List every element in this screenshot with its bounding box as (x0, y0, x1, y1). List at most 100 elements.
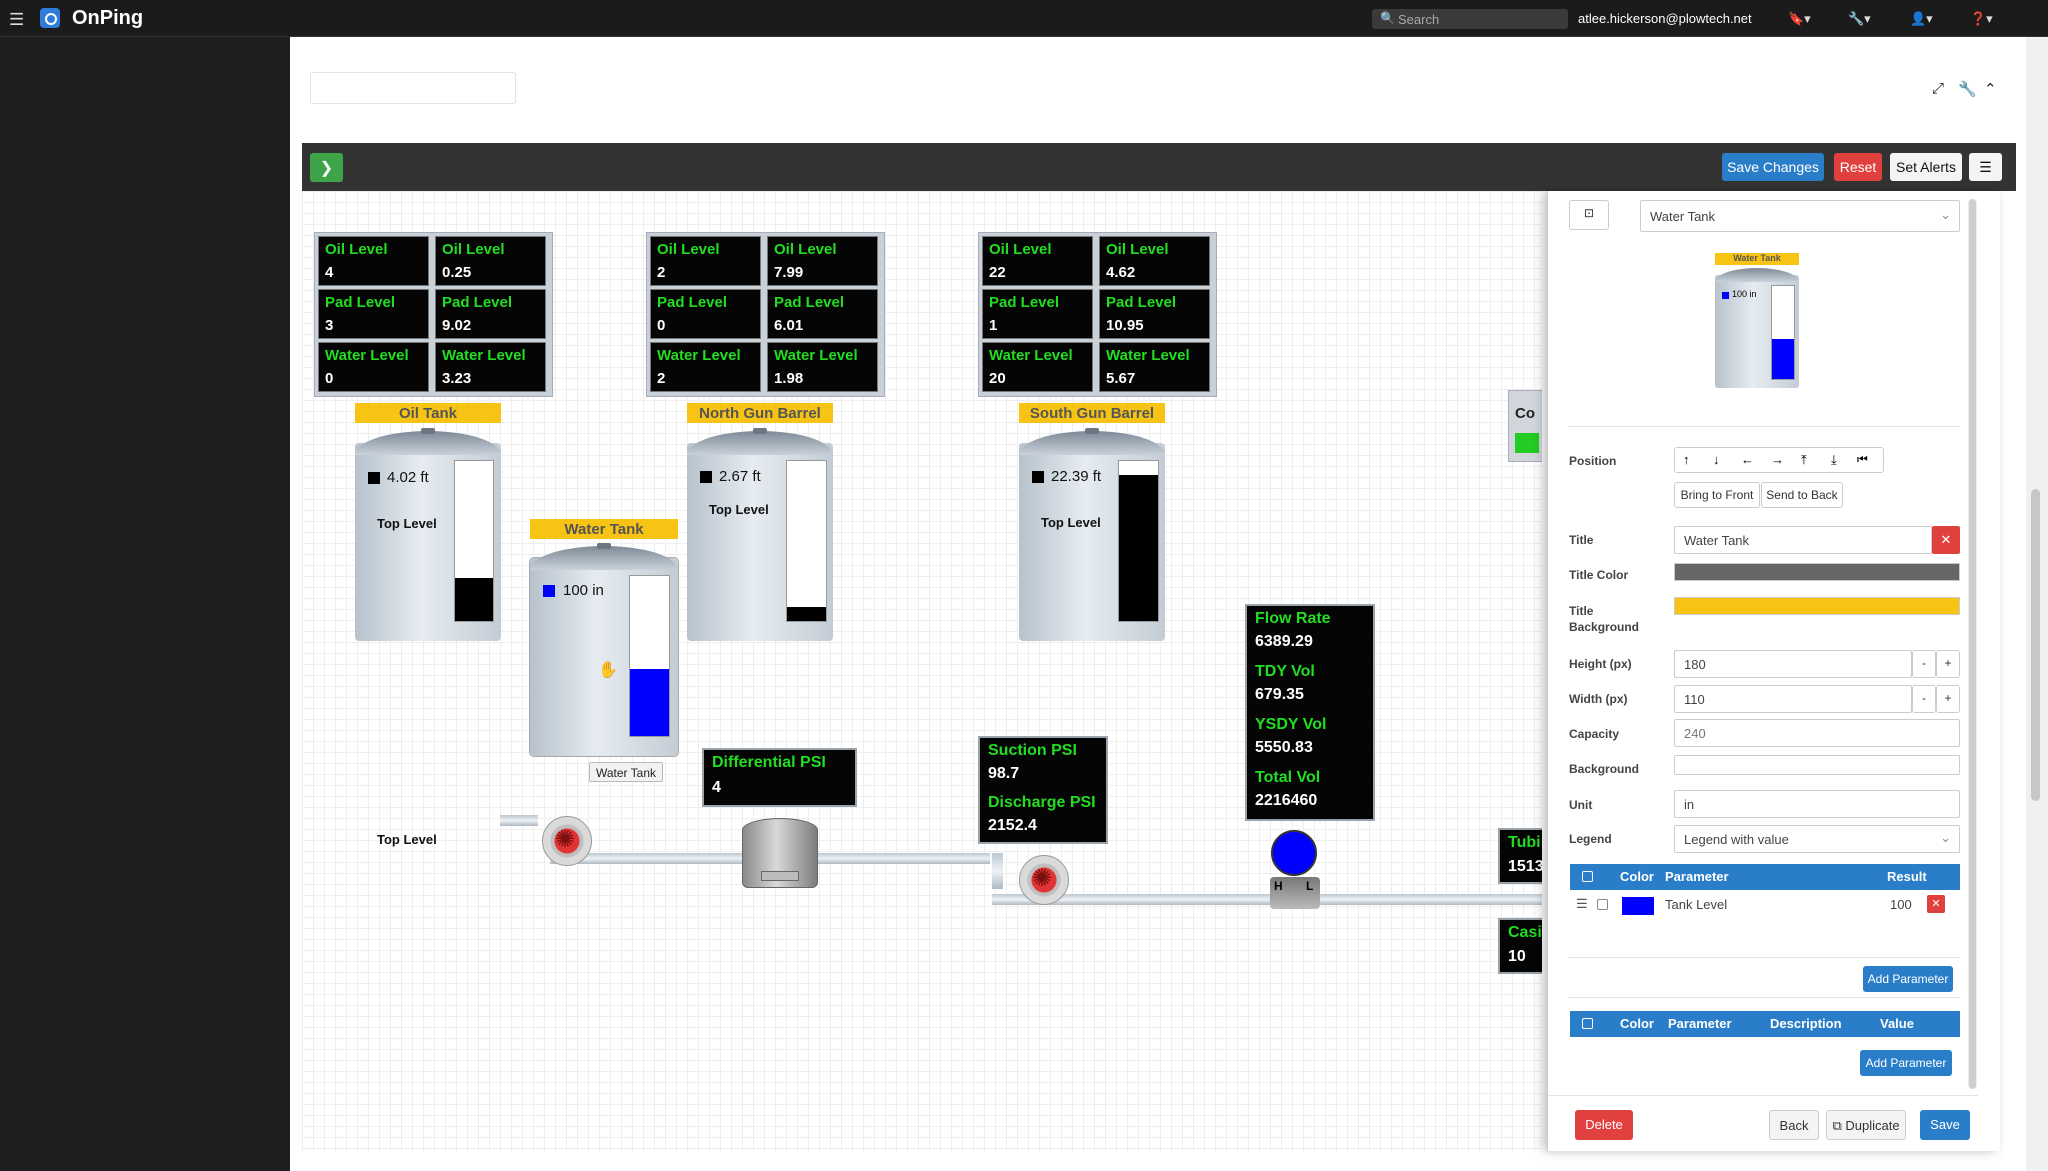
legend-swatch (1032, 471, 1044, 483)
help-icon[interactable]: ❓▾ (1970, 11, 1993, 26)
user-icon[interactable]: 👤▾ (1910, 11, 1933, 26)
save-changes-button[interactable]: Save Changes (1722, 153, 1824, 181)
tank-value: 100 in (563, 582, 604, 599)
height-decrement-button[interactable]: - (1912, 650, 1936, 678)
width-increment-button[interactable]: + (1936, 685, 1960, 713)
arrow-down-icon[interactable]: ↓ (1713, 452, 1720, 467)
arrow-first-icon[interactable]: ⏮ (1857, 452, 1868, 466)
bookmark-icon[interactable]: 🔖▾ (1788, 11, 1811, 26)
differential-psi-readout[interactable]: Differential PSI 4 (702, 748, 857, 807)
tubing-readout[interactable]: Tubi 1513 (1498, 828, 1542, 884)
element-select[interactable]: Water Tank ⌄ (1640, 200, 1960, 232)
title-color-swatch[interactable] (1674, 563, 1960, 581)
title-input[interactable]: Water Tank (1674, 526, 1932, 554)
settings-sliders-button[interactable]: ☰ (1969, 153, 2002, 181)
panel-scrollbar[interactable] (1968, 199, 1977, 1089)
send-to-back-button[interactable]: Send to Back (1761, 482, 1843, 508)
partial-readout[interactable]: Co (1508, 390, 1542, 462)
brand-name[interactable]: OnPing (72, 7, 144, 29)
separator-vessel-icon[interactable] (742, 818, 818, 888)
tank-fill (630, 668, 669, 736)
flow-readout-group[interactable]: Flow Rate 6389.29 TDY Vol 679.35 YSDY Vo… (1245, 604, 1375, 821)
unit-input[interactable]: in (1674, 790, 1960, 818)
arrow-up-icon[interactable]: ↑ (1683, 452, 1690, 467)
onping-logo-icon[interactable] (40, 8, 60, 28)
hand-cursor-icon: ✋ (598, 662, 618, 679)
tank-value: 22.39 ft (1051, 468, 1102, 485)
clear-title-button[interactable]: ✕ (1932, 526, 1960, 554)
set-alerts-button[interactable]: Set Alerts (1890, 153, 1962, 181)
duplicate-button[interactable]: ⧉ Duplicate (1826, 1110, 1906, 1140)
page-scrollbar-thumb[interactable] (2031, 489, 2040, 801)
parameter-color-swatch[interactable] (1622, 897, 1654, 915)
user-email[interactable]: atlee.hickerson@plowtech.net (1578, 11, 1752, 26)
row-checkbox[interactable] (1597, 899, 1608, 910)
reset-button[interactable]: Reset (1834, 153, 1882, 181)
detach-button[interactable]: ⊡ (1569, 200, 1609, 230)
north-gun-barrel-tank[interactable]: 2.67 ft Top Level (687, 428, 833, 641)
collapse-icon[interactable]: ⌃ (1984, 81, 1997, 98)
arrow-right-icon[interactable]: → (1771, 452, 1784, 467)
pump-2-icon[interactable] (1019, 855, 1069, 905)
title-background-swatch[interactable] (1674, 597, 1960, 615)
tank-roof (1019, 428, 1165, 455)
name-input[interactable] (310, 72, 516, 104)
pressure-readout-group[interactable]: Suction PSI 98.7 Discharge PSI 2152.4 (978, 736, 1108, 844)
casing-readout[interactable]: Casi 10 (1498, 918, 1542, 974)
search-box[interactable]: 🔍 Search (1372, 9, 1568, 29)
tank-fill (1119, 475, 1158, 621)
parameter-name: Tank Level (1665, 897, 1728, 912)
bring-to-front-button[interactable]: Bring to Front (1674, 482, 1760, 508)
drag-handle-icon[interactable]: ☰ (1576, 896, 1588, 911)
position-label: Position (1569, 454, 1617, 468)
remove-parameter-button[interactable]: ✕ (1927, 895, 1945, 913)
pipe-segment (992, 894, 1542, 905)
play-button[interactable]: ❯ (310, 153, 343, 182)
select-all-checkbox[interactable] (1582, 871, 1593, 882)
arrow-left-icon[interactable]: ← (1741, 452, 1754, 467)
top-navbar: ☰ OnPing 🔍 Search atlee.hickerson@plowte… (0, 0, 2048, 37)
oil-tank[interactable]: 4.02 ft Top Level (355, 428, 501, 641)
wrench-icon[interactable]: 🔧▾ (1848, 11, 1871, 26)
pump-1-icon[interactable] (542, 816, 592, 866)
hamburger-menu-icon[interactable]: ☰ (9, 10, 25, 29)
edit-wrench-icon[interactable]: 🔧 (1958, 81, 1977, 98)
close-icon: ✕ (1940, 532, 1952, 547)
add-parameter-button-2[interactable]: Add Parameter (1860, 1050, 1952, 1076)
panel-scrollbar-thumb[interactable] (1969, 199, 1976, 1089)
legend-label: Legend (1569, 832, 1612, 846)
tank-preview: Water Tank 100 in (1715, 253, 1799, 390)
arrow-bottom-icon[interactable]: ⤓ (1831, 452, 1837, 467)
height-input[interactable]: 180 (1674, 650, 1912, 678)
back-button[interactable]: Back (1769, 1110, 1819, 1140)
add-parameter-button[interactable]: Add Parameter (1863, 966, 1953, 992)
height-increment-button[interactable]: + (1936, 650, 1960, 678)
background-color-swatch[interactable] (1674, 755, 1960, 775)
page-scrollbar[interactable] (2026, 37, 2048, 1171)
position-arrows: ↑ ↓ ← → ⤒ ⤓ ⏮ (1674, 447, 1884, 473)
legend-select[interactable]: Legend with value ⌄ (1674, 825, 1960, 853)
preview-value: 100 in (1732, 289, 1757, 299)
flow-meter-icon[interactable] (1271, 830, 1317, 876)
width-decrement-button[interactable]: - (1912, 685, 1936, 713)
water-tank[interactable]: 100 in ✋ (529, 543, 679, 757)
select-all-checkbox[interactable] (1582, 1018, 1593, 1029)
delete-button[interactable]: Delete (1575, 1110, 1633, 1140)
arrow-top-icon[interactable]: ⤒ (1801, 452, 1807, 467)
width-input[interactable]: 110 (1674, 685, 1912, 713)
capacity-input[interactable]: 240 (1674, 719, 1960, 747)
tank-gauge (1118, 460, 1159, 622)
save-button[interactable]: Save (1920, 1110, 1970, 1140)
south-gun-barrel-tank[interactable]: 22.39 ft Top Level (1019, 428, 1165, 641)
fullscreen-icon[interactable]: ⤢ (1932, 80, 1945, 97)
